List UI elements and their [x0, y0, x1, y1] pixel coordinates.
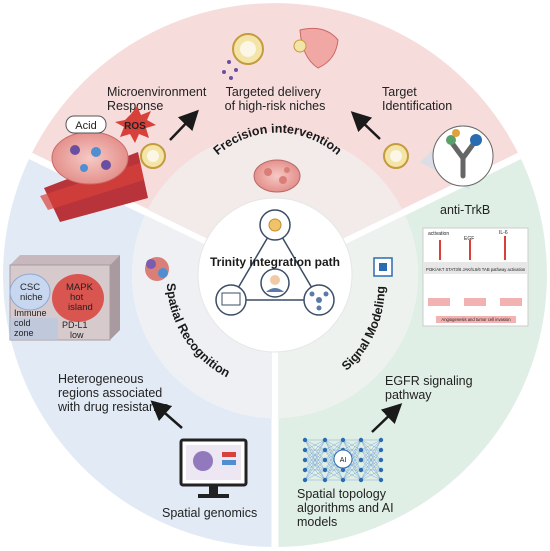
network-node — [378, 467, 384, 473]
acid-label: Acid — [75, 120, 96, 132]
nanoparticle-icon-right — [383, 143, 409, 169]
tissue-block-illustration — [9, 255, 120, 341]
cell-cluster-icon — [145, 257, 169, 281]
acid-tag — [65, 115, 107, 134]
ros-burst-icon — [115, 106, 156, 143]
pathway-header: PI3K/AKT STAT3/6 JAK/IL6/6 TAB pathway a… — [426, 267, 526, 272]
network-node — [322, 457, 328, 463]
pdl1-label: PD-L1 low — [62, 320, 90, 340]
heterogeneous-regions-label: Heterogeneous regions associated with dr… — [57, 372, 169, 414]
network-node — [322, 437, 328, 443]
tumor-cluster-icon — [253, 159, 301, 193]
modeling-arrow — [371, 403, 403, 433]
tumor-vessel-illustration — [40, 131, 148, 222]
network-node — [302, 437, 308, 443]
network-node — [322, 477, 328, 483]
egfr-label: EGFR signaling pathway — [385, 374, 476, 402]
network-node — [358, 437, 364, 443]
network-node — [358, 457, 364, 463]
antibody-icon — [420, 125, 494, 190]
pathway-ligand-il6: IL-6 — [499, 230, 508, 236]
egfr-pathway-illustration — [422, 227, 529, 327]
network-node — [378, 457, 384, 463]
ai-badge-label: AI — [340, 457, 347, 464]
network-node — [302, 467, 308, 473]
spatial-genomics-label: Spatial genomics — [162, 506, 257, 520]
network-node — [358, 467, 364, 473]
center-triangle — [215, 209, 335, 316]
intervention-arrow-right — [350, 111, 381, 140]
antibody-label: anti-TrkB — [440, 203, 490, 217]
nanoparticle-release-icon — [222, 33, 264, 80]
network-node — [378, 477, 384, 483]
network-node — [340, 467, 346, 473]
network-node — [302, 447, 308, 453]
network-node — [302, 457, 308, 463]
nanoparticle-icon-left — [140, 143, 166, 169]
network-node — [358, 447, 364, 453]
network-node — [302, 477, 308, 483]
ai-badge-circle — [333, 449, 353, 469]
center-title: Trinity integration path — [210, 255, 340, 269]
immune-cold-label: Immune cold zone — [14, 308, 49, 338]
recognition-arrow — [150, 400, 183, 429]
pathway-top-label: activation — [428, 231, 449, 237]
network-node — [322, 447, 328, 453]
pathway-ligand-egf: EGF — [464, 236, 474, 242]
intervention-arrow-left — [169, 109, 199, 141]
network-node — [340, 437, 346, 443]
ai-models-label: Spatial topology algorithms and AI model… — [297, 487, 397, 529]
network-node — [378, 447, 384, 453]
chip-icon — [373, 257, 393, 277]
network-node — [322, 467, 328, 473]
tumor-cell-target-icon — [293, 27, 339, 69]
targeted-delivery-label: Targeted delivery of high-risk niches — [225, 85, 326, 113]
monitor-icon — [179, 438, 248, 498]
network-node — [378, 437, 384, 443]
csc-niche-label: CSC niche — [20, 282, 43, 303]
network-node — [340, 477, 346, 483]
target-identification-label: Target Identification — [382, 85, 452, 113]
ros-label: ROS — [124, 121, 146, 132]
pathway-footer: Angiogenesis and tumor cell invasion — [441, 317, 511, 322]
microenv-label: Microenvironment Response — [107, 85, 210, 113]
network-node — [358, 477, 364, 483]
mapk-label: MAPK hot island — [66, 282, 96, 313]
